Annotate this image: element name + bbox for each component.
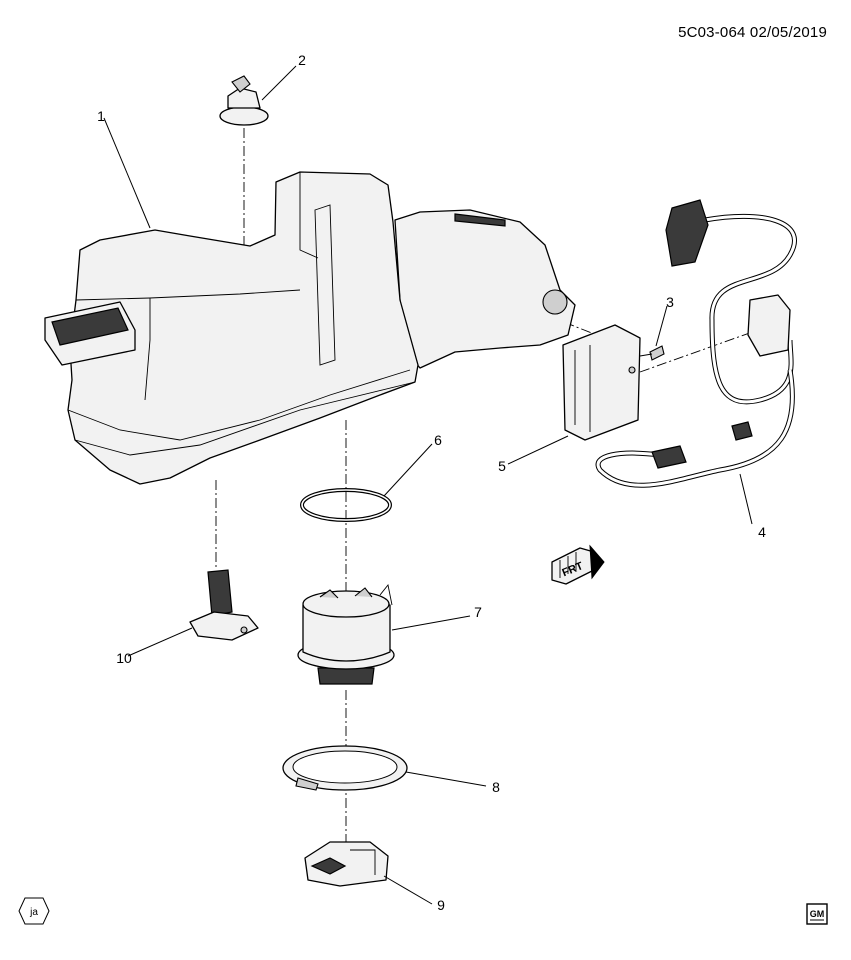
leader-3 <box>655 305 668 347</box>
lock-ring-tab <box>295 777 319 791</box>
sensor-base <box>189 611 259 641</box>
part-1-tank-assembly <box>44 171 576 485</box>
fitting-body <box>227 87 261 109</box>
front-direction-indicator: FRT <box>551 544 605 585</box>
part-6-o-ring <box>300 488 392 522</box>
sensor-stem <box>207 569 233 617</box>
leader-10 <box>127 627 193 657</box>
sensor-mount-hole <box>240 626 248 634</box>
sender-housing <box>304 841 389 887</box>
tank-side-crease <box>144 298 151 401</box>
bolt-shank <box>639 353 653 357</box>
harness-upper-loop <box>704 214 796 404</box>
callout-1: 1 <box>97 108 105 124</box>
callout-9: 9 <box>437 897 445 913</box>
harness-connector-lower <box>651 445 687 469</box>
document-code: 5C03-064 02/05/2019 <box>678 24 827 41</box>
tank-side-grille-holes <box>51 307 129 346</box>
part-4-wiring-harness <box>595 199 797 488</box>
callout-4: 4 <box>758 524 766 540</box>
callout-3: 3 <box>666 294 674 310</box>
part-3-bolt <box>639 345 665 361</box>
tank-rear-section <box>394 209 576 369</box>
part-2-fitting <box>219 75 269 126</box>
lock-ring-inner <box>292 750 398 784</box>
bolt-head <box>649 345 665 361</box>
alignment-line-4 <box>639 329 759 373</box>
callout-8: 8 <box>492 779 500 795</box>
part-10-sensor <box>189 569 259 641</box>
leader-2 <box>261 65 297 101</box>
tank-flange-lower <box>74 381 416 456</box>
leader-4 <box>739 473 753 525</box>
harness-connector-side <box>731 421 753 441</box>
callout-10: 10 <box>116 650 132 666</box>
pump-clip <box>379 583 393 606</box>
harness-lower-run <box>596 369 794 487</box>
part-9-sender <box>304 841 389 887</box>
module-ribs <box>574 345 591 432</box>
callout-6: 6 <box>434 432 442 448</box>
pump-tabs <box>319 587 373 599</box>
callout-5: 5 <box>498 458 506 474</box>
language-badge-hexagon <box>18 897 50 925</box>
harness-connector-module <box>747 294 791 357</box>
front-arrow-icon <box>589 544 605 580</box>
module-housing <box>562 324 641 441</box>
pump-top <box>302 590 390 618</box>
tank-flange-line <box>67 369 411 441</box>
module-mount-hole <box>628 366 636 374</box>
tank-rear-grille <box>454 213 506 227</box>
fitting-elbow <box>231 75 251 93</box>
tank-rear-port <box>542 289 568 315</box>
pump-bottom-ring <box>317 667 375 685</box>
leader-8 <box>405 771 487 787</box>
callout-7: 7 <box>474 604 482 620</box>
callout-2: 2 <box>298 52 306 68</box>
tank-vertical-channel <box>314 204 336 366</box>
part-5-control-module <box>562 324 641 441</box>
gm-logo-text: GM <box>810 909 825 919</box>
tank-upper-edge <box>75 289 301 301</box>
tank-tower-edge <box>299 172 319 259</box>
pump-body <box>302 604 391 662</box>
language-badge: ja <box>18 897 50 925</box>
harness-connector-top <box>665 199 709 267</box>
leader-5 <box>507 435 569 465</box>
leader-9 <box>383 875 433 905</box>
gm-logo: GM <box>806 903 828 925</box>
leader-1 <box>103 117 151 229</box>
sender-contacts <box>310 857 347 875</box>
sender-bracket <box>350 849 376 875</box>
gm-logo-frame <box>806 903 828 925</box>
front-arrow-steps <box>559 552 577 578</box>
o-ring-highlight <box>301 489 391 521</box>
part-8-lock-ring <box>282 745 408 791</box>
language-badge-label: ja <box>29 907 38 918</box>
leader-6 <box>383 443 433 497</box>
part-7-pump-module <box>297 583 395 685</box>
fitting-base <box>219 106 269 126</box>
leader-lines <box>103 65 753 905</box>
leader-7 <box>391 615 471 631</box>
